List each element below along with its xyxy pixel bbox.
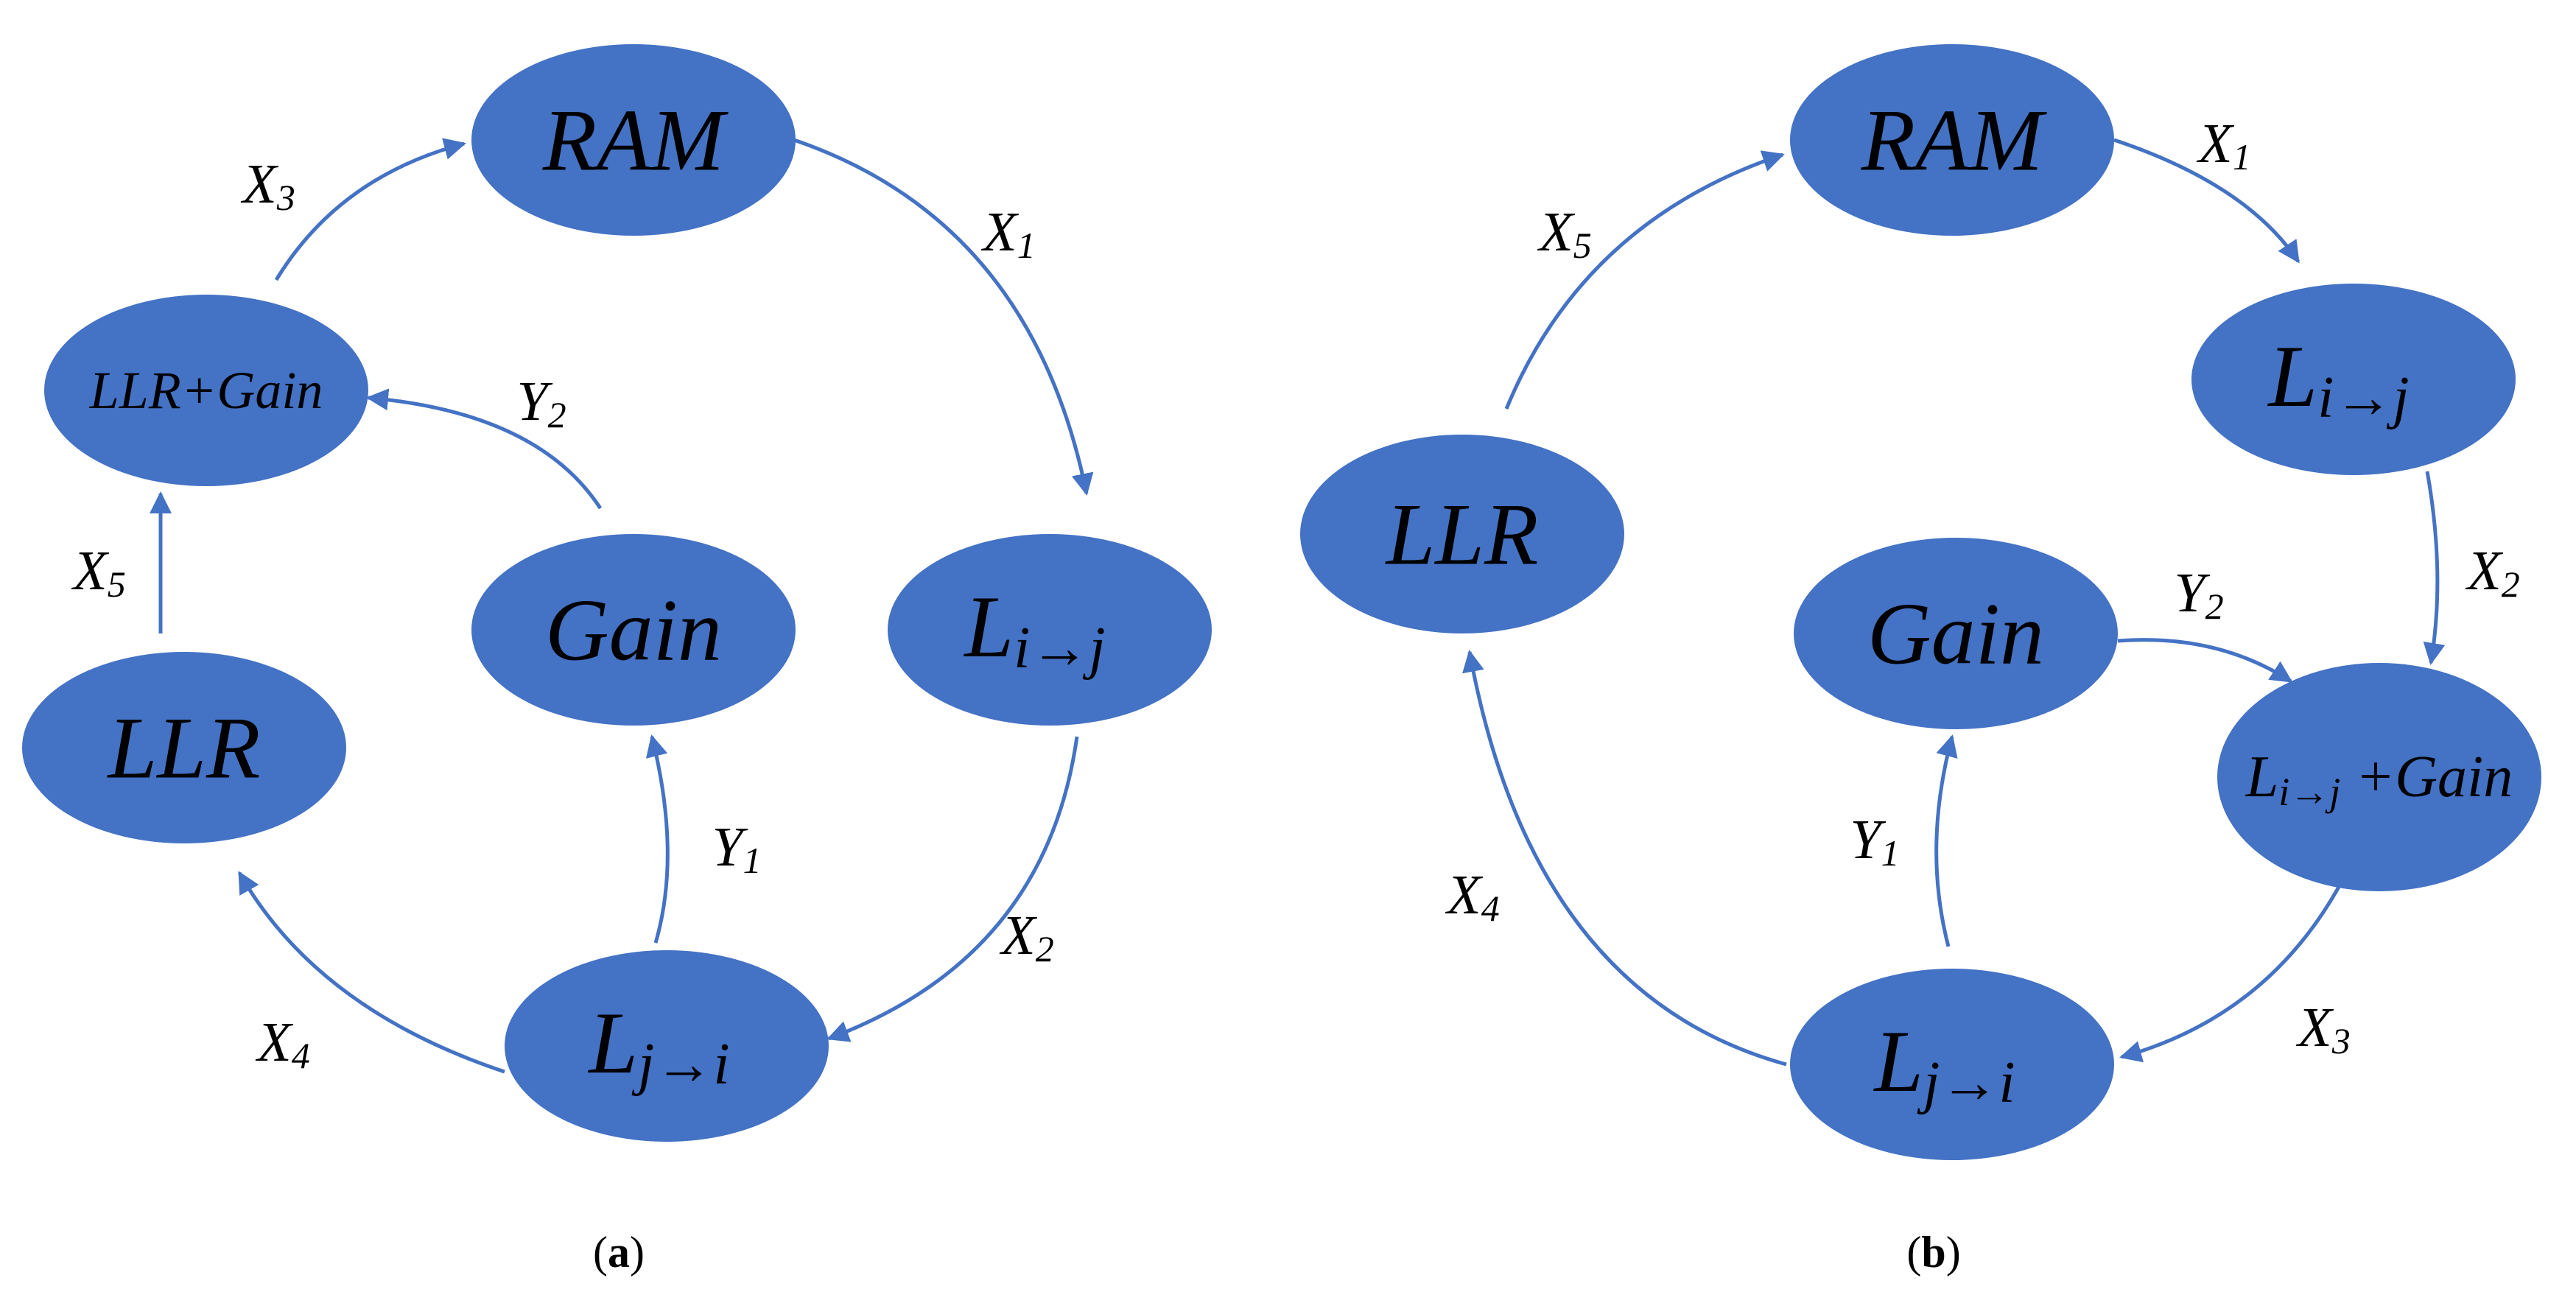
node-a-llr-gain — [44, 295, 368, 486]
node-a-l-ji-main: L — [587, 994, 638, 1092]
diagram-b: RAM Li→j LLR Gain Li→j +Gain Lj→i X1 X2 … — [1300, 44, 2541, 1277]
node-b-ram-label: RAM — [1861, 91, 2048, 189]
node-a-l-ij — [888, 534, 1212, 726]
node-a-l-ij-label: Li→j — [963, 577, 1105, 681]
edge-b-x3-label: X3 — [2295, 997, 2350, 1061]
node-b-ram — [1790, 44, 2114, 236]
node-a-llr-gain-label: LLR+Gain — [89, 361, 323, 420]
edge-a-x4-label: X4 — [255, 1011, 309, 1076]
node-b-l-ji-label: Lj→i — [1873, 1012, 2015, 1116]
caption-b: (b) — [1906, 1228, 1960, 1277]
node-b-l-ij-gain-suffix: +Gain — [2340, 745, 2513, 810]
node-b-llr — [1300, 435, 1624, 633]
edge-b-x3 — [2119, 879, 2345, 1063]
edge-b-x4-label: X4 — [1445, 864, 1499, 929]
node-a-l-ij-main: L — [963, 577, 1014, 675]
node-a-llr-label: LLR — [107, 699, 261, 797]
node-b-l-ij-gain-label: Li→j +Gain — [2245, 745, 2513, 814]
edge-b-x5 — [1504, 150, 1785, 410]
edge-a-x5-label: X5 — [71, 540, 125, 605]
edge-a-y1 — [645, 734, 670, 944]
node-b-l-ji — [1790, 969, 2114, 1160]
node-b-l-ji-sub: j→i — [1917, 1050, 2015, 1115]
edge-a-y2-label: Y2 — [516, 371, 566, 435]
node-a-llr — [22, 652, 346, 843]
node-b-l-ij-label: Li→j — [2267, 327, 2409, 431]
node-a-gain — [471, 534, 796, 726]
edge-a-x4 — [237, 871, 505, 1074]
node-a-ram-label: RAM — [542, 91, 729, 189]
edge-b-x1-label: X1 — [2196, 113, 2250, 178]
edge-b-y1-label: Y1 — [1850, 809, 1899, 874]
edge-a-x3 — [274, 138, 466, 281]
edge-b-y1 — [1934, 734, 1958, 947]
node-b-l-ij-gain-sub: i→j — [2278, 770, 2340, 814]
node-b-l-ij-gain — [2217, 663, 2541, 891]
node-b-l-ij-gain-main: L — [2245, 745, 2279, 810]
edge-b-y2 — [2117, 638, 2293, 684]
edge-b-x2-label: X2 — [2465, 540, 2519, 605]
node-a-gain-label: Gain — [545, 581, 722, 679]
edge-a-x3-label: X3 — [240, 153, 295, 218]
edge-a-x1 — [793, 138, 1094, 496]
node-a-ram — [471, 44, 796, 236]
node-b-l-ji-main: L — [1873, 1012, 1923, 1110]
node-a-l-ji — [505, 950, 829, 1142]
edge-b-x1 — [2113, 138, 2300, 264]
edge-b-x4 — [1462, 650, 1787, 1067]
edge-a-x1-label: X1 — [980, 201, 1035, 266]
edge-a-y1-label: Y1 — [712, 816, 761, 881]
edge-b-x2 — [2423, 471, 2446, 665]
node-b-gain — [1794, 538, 2118, 729]
edge-b-y2-label: Y2 — [2174, 562, 2223, 627]
diagram-a: RAM LLR+Gain Gain Li→j LLR Lj→i X1 X2 X3… — [22, 44, 1212, 1277]
caption-a: (a) — [593, 1228, 645, 1277]
node-b-l-ij-main: L — [2267, 327, 2317, 425]
node-a-l-ji-label: Lj→i — [587, 994, 729, 1098]
edge-a-y2 — [366, 388, 603, 510]
node-a-l-ij-sub: i→j — [1014, 616, 1105, 681]
node-b-l-ij-sub: i→j — [2317, 365, 2409, 430]
edge-a-x2 — [827, 736, 1079, 1042]
edge-a-x2-label: X2 — [999, 905, 1053, 969]
edge-b-x5-label: X5 — [1537, 201, 1591, 266]
node-b-llr-label: LLR — [1385, 485, 1539, 583]
node-b-l-ij — [2191, 284, 2516, 475]
node-b-gain-label: Gain — [1867, 585, 2044, 683]
node-a-l-ji-sub: j→i — [631, 1032, 729, 1097]
